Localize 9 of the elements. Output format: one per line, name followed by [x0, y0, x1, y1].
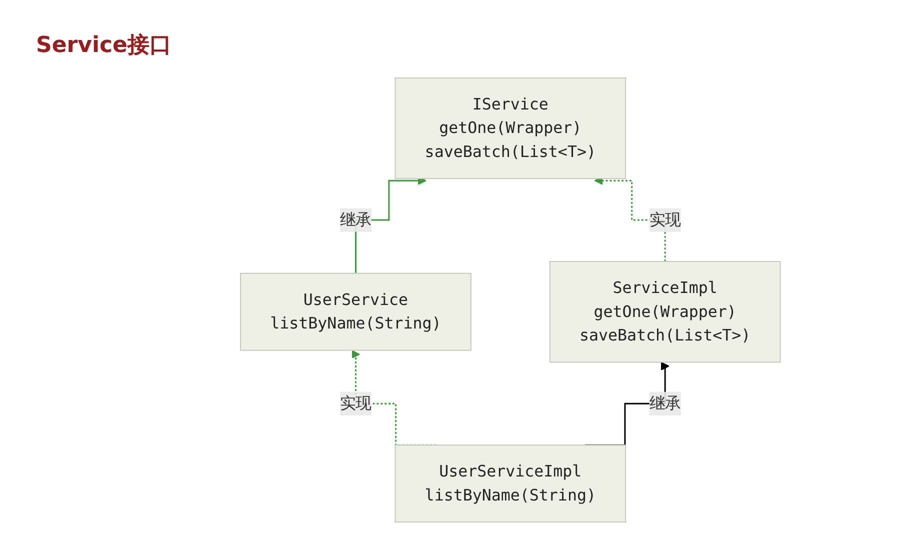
node-box: IService getOne(Wrapper) saveBatch(List<T>): [394, 77, 626, 180]
node-box: ServiceImpl getOne(Wrapper) saveBatch(List<T>): [549, 261, 780, 363]
diagram-title: Service接口: [36, 32, 172, 60]
edge-label: 继承: [340, 210, 372, 229]
node-box: UserService listByName(String): [240, 272, 471, 351]
edge-label: 实现: [340, 394, 372, 413]
edge-label: 继承: [648, 394, 680, 413]
node-box: UserServiceImpl listByName(String): [394, 444, 626, 523]
edge-label: 实现: [648, 210, 680, 229]
